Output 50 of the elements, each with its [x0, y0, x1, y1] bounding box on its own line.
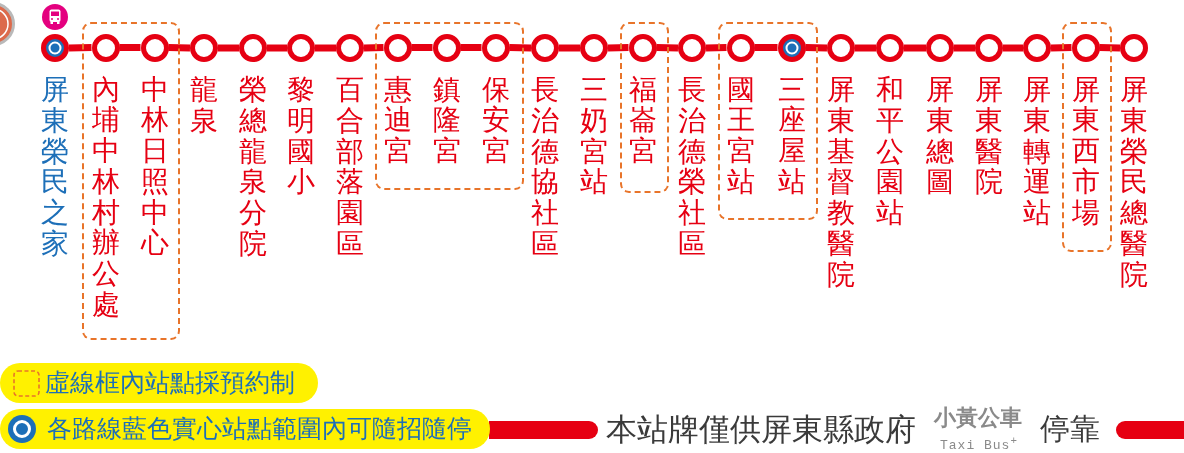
- route-line: [705, 44, 727, 52]
- dashed-group-frame: [1062, 22, 1112, 252]
- route-line: [363, 44, 384, 52]
- route-line: [411, 44, 433, 51]
- station-name: 鎮隆宮: [432, 74, 461, 167]
- station-name: 黎明國小: [287, 75, 315, 199]
- route-line: [460, 44, 482, 51]
- dashed-group-frame: [718, 22, 818, 220]
- station-name: 保安宮: [481, 74, 510, 167]
- station-name: 屏東醫院: [975, 75, 1003, 199]
- legend-text: 虛線框內站點採預約制: [45, 367, 295, 399]
- legend-text: 各路線藍色實心站點範圍內可隨招隨停: [47, 413, 472, 445]
- route-line: [754, 44, 778, 51]
- service-name-text: 小黃公車: [934, 404, 1022, 432]
- station-name: 國王宮站: [726, 74, 755, 198]
- dashed-group-frame: [82, 22, 180, 340]
- dashed-group-frame: [620, 22, 669, 193]
- station-name: 和平公園站: [876, 75, 904, 229]
- station-name: 龍泉: [190, 75, 218, 137]
- route-line: [1050, 44, 1072, 52]
- station-name: 長治德榮社區: [678, 75, 706, 260]
- station-name: 三座屋站: [777, 74, 806, 198]
- station-name: 屏東西市場: [1071, 74, 1100, 229]
- notice-text: 本站牌僅供屏東縣政府: [606, 410, 916, 448]
- station-name: 長治德協社區: [531, 75, 559, 260]
- route-line: [168, 44, 191, 52]
- station-name: 內埔中林村辦公處: [91, 74, 120, 321]
- route-line: [805, 44, 828, 52]
- station-name: 百合部落園區: [336, 75, 364, 260]
- notice-text: 停靠: [1040, 410, 1100, 448]
- station-name: 屏東榮民之家: [41, 75, 69, 260]
- stripe-bar: [489, 421, 598, 439]
- station-name: 屏東榮民總醫院: [1120, 75, 1148, 291]
- service-subtitle-text: Taxi Bus$^{+}$: [940, 434, 1018, 453]
- route-line: [68, 44, 92, 52]
- station-name: 三奶宮站: [580, 75, 608, 199]
- station-name: 屏東轉運站: [1023, 75, 1051, 229]
- station-name: 屏東基督教醫院: [827, 75, 855, 291]
- route-line: [656, 44, 679, 52]
- route-line: [607, 44, 629, 52]
- station-name: 屏東總圖: [926, 75, 954, 199]
- route-line: [119, 44, 141, 51]
- route-line: [1099, 44, 1121, 52]
- route-line: [509, 44, 532, 52]
- station-name: 榮總龍泉分院: [239, 75, 267, 260]
- stripe-bar: [1116, 421, 1184, 439]
- station-name: 惠迪宮: [383, 74, 412, 167]
- station-name: 中林日照中心: [140, 74, 169, 260]
- station-name: 福崙宮: [628, 74, 657, 167]
- dashed-group-frame: [375, 22, 524, 190]
